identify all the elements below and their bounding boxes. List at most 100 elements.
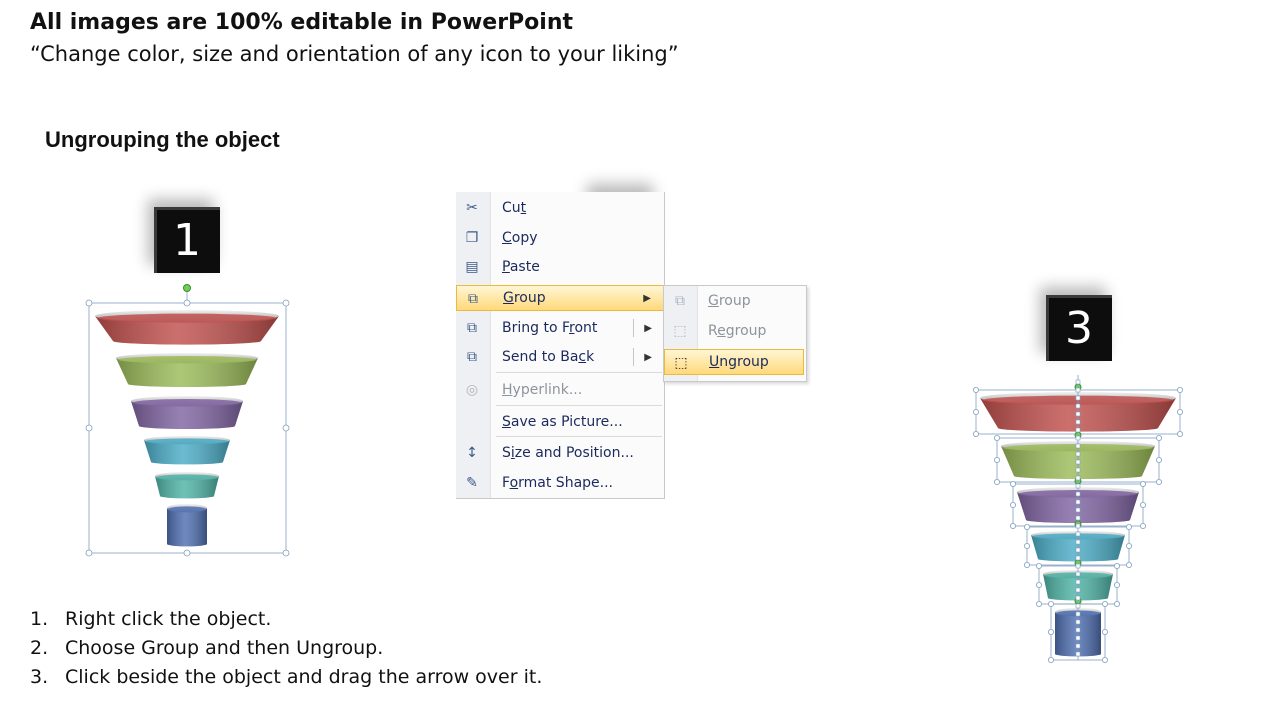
resize-handle[interactable] [1102,601,1109,608]
menu-item-send-to-back[interactable]: ⧉Send to Back▶ [456,344,664,370]
resize-handle[interactable] [1048,629,1055,636]
resize-handle[interactable] [1075,403,1081,409]
resize-handle[interactable] [282,424,290,432]
resize-handle[interactable] [1075,451,1081,457]
resize-handle[interactable] [1156,434,1163,441]
resize-handle[interactable] [282,299,290,307]
resize-handle[interactable] [1036,563,1043,570]
resize-handle[interactable] [1126,524,1133,531]
funnel-layer-blue[interactable] [144,436,230,465]
funnel-grouped[interactable] [0,0,290,557]
resize-handle[interactable] [1048,657,1055,664]
resize-handle[interactable] [1010,523,1017,530]
funnel-layer-purple[interactable] [131,396,243,429]
resize-handle[interactable] [1075,379,1081,385]
submenu-item-ungroup[interactable]: ⬚Ungroup [664,349,804,375]
resize-handle[interactable] [1024,524,1031,531]
resize-handle[interactable] [1075,523,1081,529]
resize-handle[interactable] [1177,430,1184,437]
resize-handle[interactable] [1102,657,1109,664]
resize-handle[interactable] [1024,543,1031,550]
resize-handle[interactable] [1075,619,1081,625]
resize-handle[interactable] [1075,603,1081,609]
resize-handle[interactable] [85,549,93,557]
resize-handle[interactable] [1140,523,1147,530]
menu-item-cut[interactable]: ✂Cut [456,195,664,221]
menu-item-paste[interactable]: ▤Paste [456,254,664,280]
rotate-handle[interactable] [183,284,191,292]
resize-handle[interactable] [994,478,1001,485]
menu-item-bring-to-front[interactable]: ⧉Bring to Front▶ [456,315,664,341]
resize-handle[interactable] [1177,408,1184,415]
resize-handle[interactable] [1010,480,1017,487]
menu-item-save-as-picture[interactable]: Save as Picture... [456,409,664,435]
resize-handle[interactable] [1126,543,1133,550]
resize-handle[interactable] [1075,483,1081,489]
resize-handle[interactable] [1075,563,1081,569]
submenu-item-group[interactable]: ⧉Group [664,288,804,314]
resize-handle[interactable] [85,299,93,307]
resize-handle[interactable] [1126,562,1133,569]
resize-handle[interactable] [1075,539,1081,545]
resize-handle[interactable] [1010,501,1017,508]
menu-item-copy[interactable]: ❐Copy [456,225,664,251]
funnel-layer-red[interactable] [95,310,279,345]
resize-handle[interactable] [1177,386,1184,393]
resize-handle[interactable] [183,299,191,307]
resize-handle[interactable] [973,430,980,437]
resize-handle[interactable] [1075,395,1081,401]
resize-handle[interactable] [1036,582,1043,589]
resize-handle[interactable] [1075,555,1081,561]
funnel-ungrouped[interactable] [0,0,1184,664]
resize-handle[interactable] [1075,651,1081,657]
submenu-item-regroup[interactable]: ⬚Regroup [664,318,804,344]
resize-handle[interactable] [1075,499,1081,505]
resize-handle[interactable] [1075,571,1081,577]
resize-handle[interactable] [1075,515,1081,521]
resize-handle[interactable] [1102,629,1109,636]
resize-handle[interactable] [1075,611,1081,617]
resize-handle[interactable] [1075,435,1081,441]
menu-item-hyperlink[interactable]: ◎Hyperlink... [456,377,664,403]
resize-handle[interactable] [1075,531,1081,537]
resize-handle[interactable] [973,386,980,393]
resize-handle[interactable] [1075,491,1081,497]
resize-handle[interactable] [282,549,290,557]
resize-handle[interactable] [1075,579,1081,585]
resize-handle[interactable] [1075,427,1081,433]
menu-item-format-shape[interactable]: ✎Format Shape... [456,470,664,496]
resize-handle[interactable] [1036,601,1043,608]
resize-handle[interactable] [994,434,1001,441]
funnel-layer-teal[interactable] [155,472,219,499]
resize-handle[interactable] [1114,582,1121,589]
resize-handle[interactable] [1075,419,1081,425]
menu-item-size-and-position[interactable]: ↕Size and Position... [456,440,664,466]
resize-handle[interactable] [1140,480,1147,487]
resize-handle[interactable] [1075,547,1081,553]
resize-handle[interactable] [1114,563,1121,570]
resize-handle[interactable] [973,408,980,415]
resize-handle[interactable] [1075,595,1081,601]
funnel-layer-green[interactable] [116,353,258,387]
resize-handle[interactable] [1075,635,1081,641]
resize-handle[interactable] [1075,627,1081,633]
resize-handle[interactable] [1156,478,1163,485]
resize-handle[interactable] [85,424,93,432]
resize-handle[interactable] [183,549,191,557]
resize-handle[interactable] [1075,507,1081,513]
funnel-layer-base[interactable] [167,504,207,547]
resize-handle[interactable] [1075,387,1081,393]
resize-handle[interactable] [1140,501,1147,508]
menu-item-group[interactable]: ⧉Group▶ [456,285,664,311]
resize-handle[interactable] [1075,475,1081,481]
resize-handle[interactable] [1075,411,1081,417]
resize-handle[interactable] [994,456,1001,463]
resize-handle[interactable] [1075,643,1081,649]
resize-handle[interactable] [1075,459,1081,465]
resize-handle[interactable] [1048,601,1055,608]
resize-handle[interactable] [1075,587,1081,593]
resize-handle[interactable] [1075,467,1081,473]
resize-handle[interactable] [1075,443,1081,449]
resize-handle[interactable] [1024,562,1031,569]
resize-handle[interactable] [1156,456,1163,463]
